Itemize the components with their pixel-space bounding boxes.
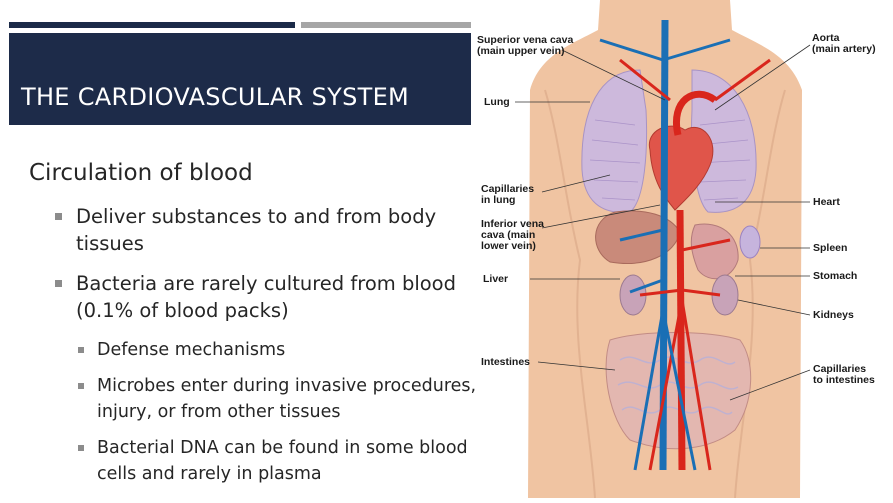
label-aorta: Aorta(main artery): [812, 32, 876, 55]
label-lung: Lung: [484, 96, 510, 108]
left-lung: [581, 69, 648, 213]
cardiovascular-illustration: Superior vena cava(main upper vein) Aort…: [470, 0, 893, 499]
bullet-text: Bacteria are rarely cultured from blood …: [76, 272, 456, 322]
bullet-item: Deliver substances to and from body tiss…: [55, 203, 465, 257]
label-kidneys: Kidneys: [813, 309, 854, 321]
bullet-text: Deliver substances to and from body tiss…: [76, 205, 437, 255]
label-stomach: Stomach: [813, 270, 858, 282]
sub-bullet-text: Defense mechanisms: [97, 340, 286, 360]
sub-bullet-text: Bacterial DNA can be found in some blood…: [97, 438, 468, 484]
bullet-square-icon: [55, 213, 62, 220]
sub-bullet-item: Microbes enter during invasive procedure…: [78, 373, 478, 425]
bullet-item: Bacteria are rarely cultured from blood …: [55, 270, 465, 324]
label-spleen: Spleen: [813, 242, 848, 254]
title-band: [9, 33, 471, 125]
top-accent-bar-gray: [301, 22, 471, 28]
sub-bullet-item: Bacterial DNA can be found in some blood…: [78, 435, 478, 487]
body-diagram: [515, 0, 811, 499]
bullet-square-icon: [78, 383, 84, 389]
spleen: [739, 225, 761, 259]
slide-heading: Circulation of blood: [29, 160, 253, 186]
bullet-square-icon: [78, 445, 84, 451]
label-heart: Heart: [813, 196, 840, 208]
label-liver: Liver: [483, 273, 509, 285]
sub-bullet-item: Defense mechanisms: [78, 337, 478, 363]
label-superior-vena-cava: Superior vena cava(main upper vein): [477, 34, 574, 57]
top-accent-bar-dark: [9, 22, 295, 28]
aorta: [676, 209, 686, 471]
sub-bullet-text: Microbes enter during invasive procedure…: [97, 376, 477, 422]
label-intestines: Intestines: [481, 356, 531, 368]
bullet-square-icon: [78, 347, 84, 353]
bullet-square-icon: [55, 280, 62, 287]
slide-title: THE CARDIOVASCULAR SYSTEM: [21, 83, 410, 111]
